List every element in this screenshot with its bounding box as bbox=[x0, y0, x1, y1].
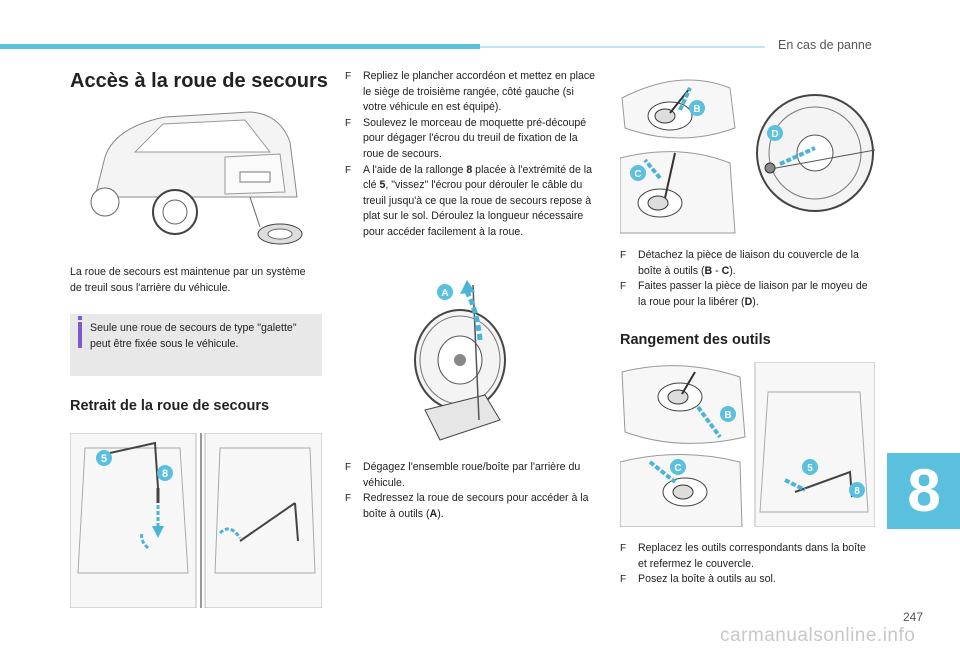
steps-list-2: F Dégagez l'ensemble roue/boîte par l'ar… bbox=[345, 460, 597, 522]
checkbox-icon: F bbox=[345, 117, 352, 129]
watermark: carmanualsonline.info bbox=[720, 625, 916, 646]
checkbox-icon: F bbox=[620, 574, 627, 586]
label-8: 8 bbox=[854, 486, 860, 497]
trunk-removal-illustration: 5 8 bbox=[70, 433, 322, 608]
header-accent-line bbox=[480, 46, 765, 48]
detach-link-illustration: B C D bbox=[620, 79, 875, 234]
label-8: 8 bbox=[162, 468, 168, 480]
info-note-text: Seule une roue de secours de type "galet… bbox=[90, 322, 297, 350]
checkbox-icon: F bbox=[345, 462, 352, 473]
label-d: D bbox=[771, 129, 778, 140]
checkbox-icon: F bbox=[620, 281, 627, 293]
info-note: Seule une roue de secours de type "galet… bbox=[70, 314, 322, 376]
chapter-number: 8 bbox=[907, 457, 941, 524]
label-a: A bbox=[441, 288, 448, 299]
subtitle-removal: Retrait de la roue de secours bbox=[70, 398, 270, 414]
intro-text: La roue de secours est maintenue par un … bbox=[70, 266, 306, 294]
car-rear-illustration bbox=[90, 111, 303, 245]
tool-storage-illustration: B C 5 8 bbox=[620, 362, 875, 527]
checkbox-icon: F bbox=[620, 250, 627, 261]
section-title: En cas de panne bbox=[778, 38, 872, 52]
step-item: F Dégagez l'ensemble roue/boîte par l'ar… bbox=[345, 461, 581, 489]
checkbox-icon: F bbox=[345, 493, 352, 505]
subtitle-storage: Rangement des outils bbox=[620, 332, 771, 348]
page-number: 247 bbox=[903, 610, 924, 624]
checkbox-icon: F bbox=[345, 71, 352, 82]
label-c: C bbox=[634, 169, 641, 180]
header-accent-bar bbox=[0, 44, 480, 49]
label-b: B bbox=[724, 410, 731, 421]
checkbox-icon: F bbox=[620, 543, 627, 554]
chapter-tab: 8 bbox=[887, 453, 960, 529]
info-icon bbox=[78, 316, 82, 348]
checkbox-icon: F bbox=[345, 164, 352, 176]
label-5: 5 bbox=[101, 453, 107, 465]
label-5: 5 bbox=[807, 463, 813, 474]
label-b: B bbox=[693, 104, 700, 115]
wheel-box-illustration: A bbox=[414, 280, 506, 441]
label-c: C bbox=[674, 463, 681, 474]
page-title: Accès à la roue de secours bbox=[70, 70, 328, 92]
